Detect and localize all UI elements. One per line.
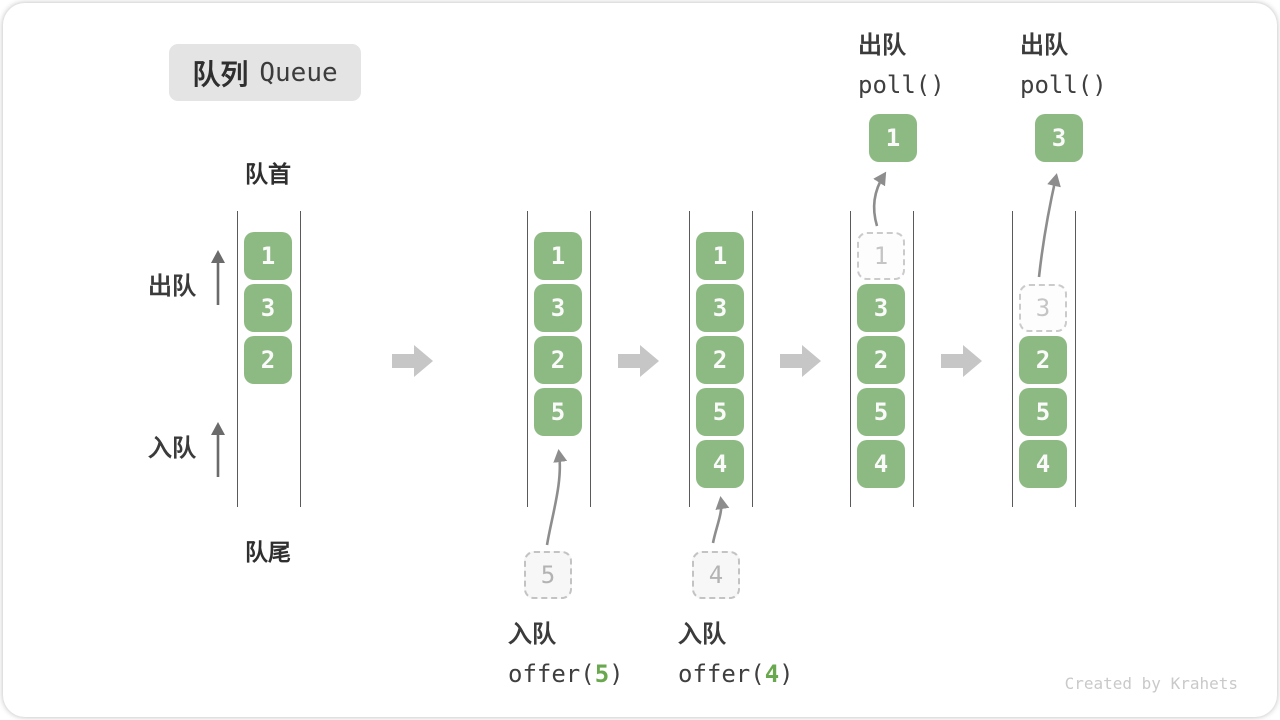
queue4-item: 2 (857, 336, 905, 384)
queue3-item: 1 (696, 232, 744, 280)
queue-rear-label: 队尾 (245, 539, 291, 565)
offer-arg: 4 (764, 660, 780, 688)
offer-fn-close: ) (779, 660, 794, 688)
queue2-item: 1 (534, 232, 582, 280)
dequeue-word: 出队 (858, 32, 906, 59)
queue5-item: 4 (1019, 440, 1067, 488)
queue5-item: 5 (1019, 388, 1067, 436)
poll-fn: poll() (1020, 71, 1107, 99)
queue-channel-2 (527, 211, 591, 507)
queue-channel-5 (1012, 211, 1076, 507)
queue3-item: 2 (696, 336, 744, 384)
queue3-item: 5 (696, 388, 744, 436)
offer-4-label: 入队 offer(4) (678, 617, 794, 696)
queue3-item: 4 (696, 440, 744, 488)
poll-1-label: 出队 poll() (858, 28, 945, 107)
queue4-polled-item: 1 (869, 114, 917, 162)
enqueue-word: 入队 (508, 621, 556, 648)
offer-fn-close: ) (609, 660, 624, 688)
queue3-pending-item: 4 (692, 551, 740, 599)
queue1-item: 1 (244, 232, 292, 280)
offer-arg: 5 (594, 660, 610, 688)
queue1-item: 2 (244, 336, 292, 384)
queue-channel-1 (237, 211, 301, 507)
queue-front-label: 队首 (245, 161, 291, 187)
queue3-item: 3 (696, 284, 744, 332)
queue5-ghost-item: 3 (1019, 284, 1067, 332)
offer-5-label: 入队 offer(5) (508, 617, 624, 696)
queue5-polled-item: 3 (1035, 114, 1083, 162)
queue4-item: 5 (857, 388, 905, 436)
title-zh: 队列 (192, 58, 249, 90)
queue5-item: 2 (1019, 336, 1067, 384)
queue2-item: 3 (534, 284, 582, 332)
queue2-item: 2 (534, 336, 582, 384)
queue4-item: 4 (857, 440, 905, 488)
queue2-item: 5 (534, 388, 582, 436)
dequeue-side-label: 出队 (148, 273, 196, 300)
diagram-card (3, 3, 1277, 717)
watermark: Created by Krahets (1064, 674, 1238, 693)
poll-fn: poll() (858, 71, 945, 99)
queue2-pending-item: 5 (524, 551, 572, 599)
offer-fn-open: offer( (508, 660, 595, 688)
offer-fn-open: offer( (678, 660, 765, 688)
title-badge: 队列 Queue (169, 44, 361, 101)
poll-2-label: 出队 poll() (1020, 28, 1107, 107)
enqueue-word: 入队 (678, 621, 726, 648)
title-en: Queue (259, 57, 338, 88)
dequeue-word: 出队 (1020, 32, 1068, 59)
enqueue-side-label: 入队 (148, 435, 196, 462)
queue4-item: 3 (857, 284, 905, 332)
queue-channel-4 (850, 211, 914, 507)
queue-channel-3 (689, 211, 753, 507)
queue4-ghost-item: 1 (857, 232, 905, 280)
queue1-item: 3 (244, 284, 292, 332)
